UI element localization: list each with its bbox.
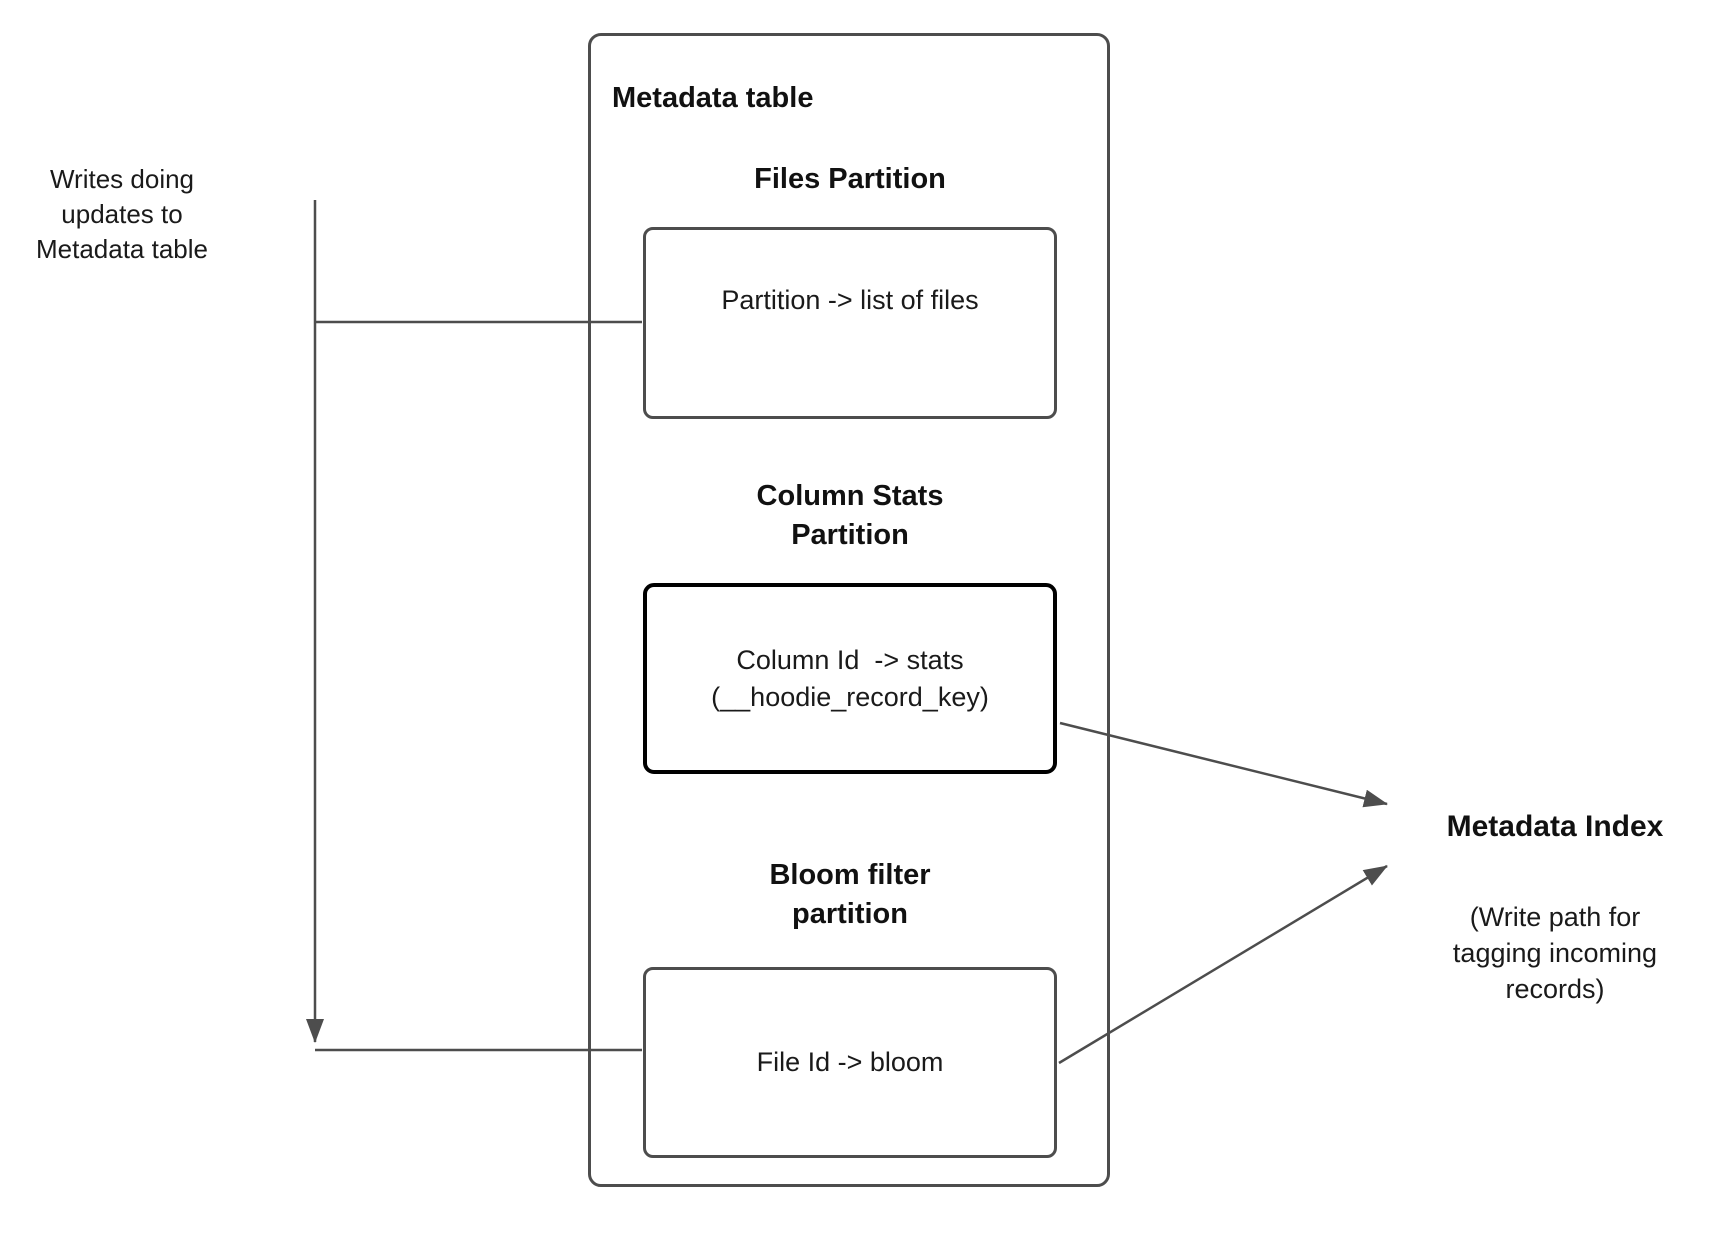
writes-updates-label: Writes doing updates to Metadata table (12, 162, 232, 267)
writes-updates-label-line: updates to (61, 199, 183, 229)
metadata-index-subtitle-line: records) (1505, 974, 1605, 1004)
metadata-index-subtitle-line: tagging incoming (1452, 938, 1658, 968)
writes-updates-label-line: Writes doing (49, 164, 195, 194)
metadata-table-container-box (588, 33, 1110, 1187)
bloom-filter-box-text: File Id -> bloom (756, 1047, 944, 1077)
metadata-index-subtitle-line: (Write path for (1469, 902, 1641, 932)
bloom-filter-partition-box: File Id -> bloom (643, 967, 1057, 1158)
files-partition-heading-text: Files Partition (754, 163, 946, 195)
bloom-filter-heading-line: Bloom filter (769, 859, 931, 891)
files-partition-box: Partition -> list of files (643, 227, 1057, 419)
column-stats-heading-line: Column Stats (756, 480, 944, 512)
writes-updates-label-line: Metadata table (35, 234, 208, 264)
metadata-table-title: Metadata table (612, 82, 814, 114)
column-stats-partition-box: Column Id -> stats (__hoodie_record_key) (643, 583, 1057, 774)
bloom-filter-heading-line: partition (792, 898, 908, 930)
files-partition-box-text: Partition -> list of files (721, 284, 979, 315)
metadata-index-title: Metadata Index (1446, 810, 1664, 843)
metadata-index-subtitle: (Write path for tagging incoming records… (1402, 899, 1708, 1007)
column-stats-partition-heading: Column Stats Partition (643, 477, 1057, 555)
column-stats-box-line: (__hoodie_record_key) (711, 681, 989, 712)
column-stats-box-line: Column Id -> stats (736, 644, 964, 675)
column-stats-heading-line: Partition (791, 519, 909, 551)
bloom-filter-partition-heading: Bloom filter partition (643, 856, 1057, 934)
files-partition-heading: Files Partition (643, 160, 1057, 199)
